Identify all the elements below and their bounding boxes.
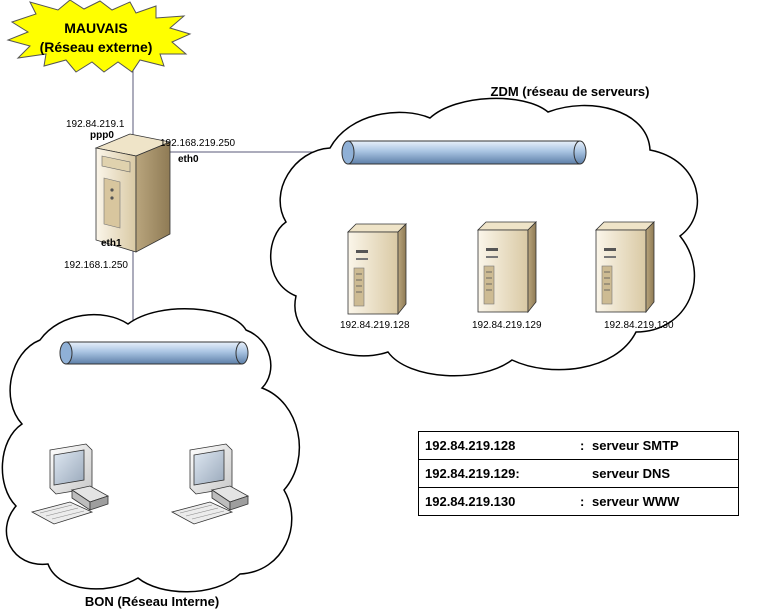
legend-role: serveur SMTP	[592, 438, 679, 453]
legend-role: serveur WWW	[592, 494, 680, 509]
eth0-label: eth0	[178, 154, 199, 165]
server-icon-1	[347, 223, 407, 315]
external-subtitle: (Réseau externe)	[40, 39, 153, 55]
external-name: MAUVAIS	[64, 20, 128, 36]
legend-colon: :	[580, 494, 585, 509]
ppp0-ip: 192.84.219.1	[66, 119, 125, 130]
server-ip-3: 192.84.219.130	[604, 320, 674, 331]
legend-colon: :	[580, 438, 585, 453]
router-server-icon	[94, 133, 172, 253]
server-icon-3	[595, 221, 655, 313]
dmz-title: ZDM (réseau de serveurs)	[491, 84, 650, 99]
lan-backbone-pipe	[59, 341, 249, 365]
lan-title: BON (Réseau Interne)	[85, 594, 219, 609]
server-ip-2: 192.84.219.129	[472, 320, 542, 331]
legend-row: 192.84.219.129: serveur DNS	[418, 459, 739, 488]
dmz-backbone-pipe	[341, 140, 587, 165]
legend-ip: 192.84.219.130	[425, 494, 516, 509]
legend-cell: 192.84.219.130: serveur WWW	[418, 487, 739, 516]
external-network	[6, 0, 192, 73]
legend-cell: 192.84.219.128: serveur SMTP	[418, 431, 739, 460]
legend-row: 192.84.219.130: serveur WWW	[418, 487, 739, 516]
legend-row: 192.84.219.128: serveur SMTP	[418, 431, 739, 460]
server-icon-2	[477, 221, 537, 313]
legend-ip: 192.84.219.129:	[425, 466, 520, 481]
legend-cell: 192.84.219.129: serveur DNS	[418, 459, 739, 488]
eth1-ip: 192.168.1.250	[64, 260, 128, 271]
server-legend-table: 192.84.219.128: serveur SMTP 192.84.219.1…	[418, 431, 739, 516]
server-ip-1: 192.84.219.128	[340, 320, 410, 331]
legend-ip: 192.84.219.128	[425, 438, 516, 453]
lan-cloud	[1, 308, 300, 593]
legend-role: serveur DNS	[592, 466, 671, 481]
eth0-ip: 192.168.219.250	[160, 138, 236, 149]
ppp0-label: ppp0	[90, 130, 114, 141]
eth1-label: eth1	[101, 238, 122, 249]
